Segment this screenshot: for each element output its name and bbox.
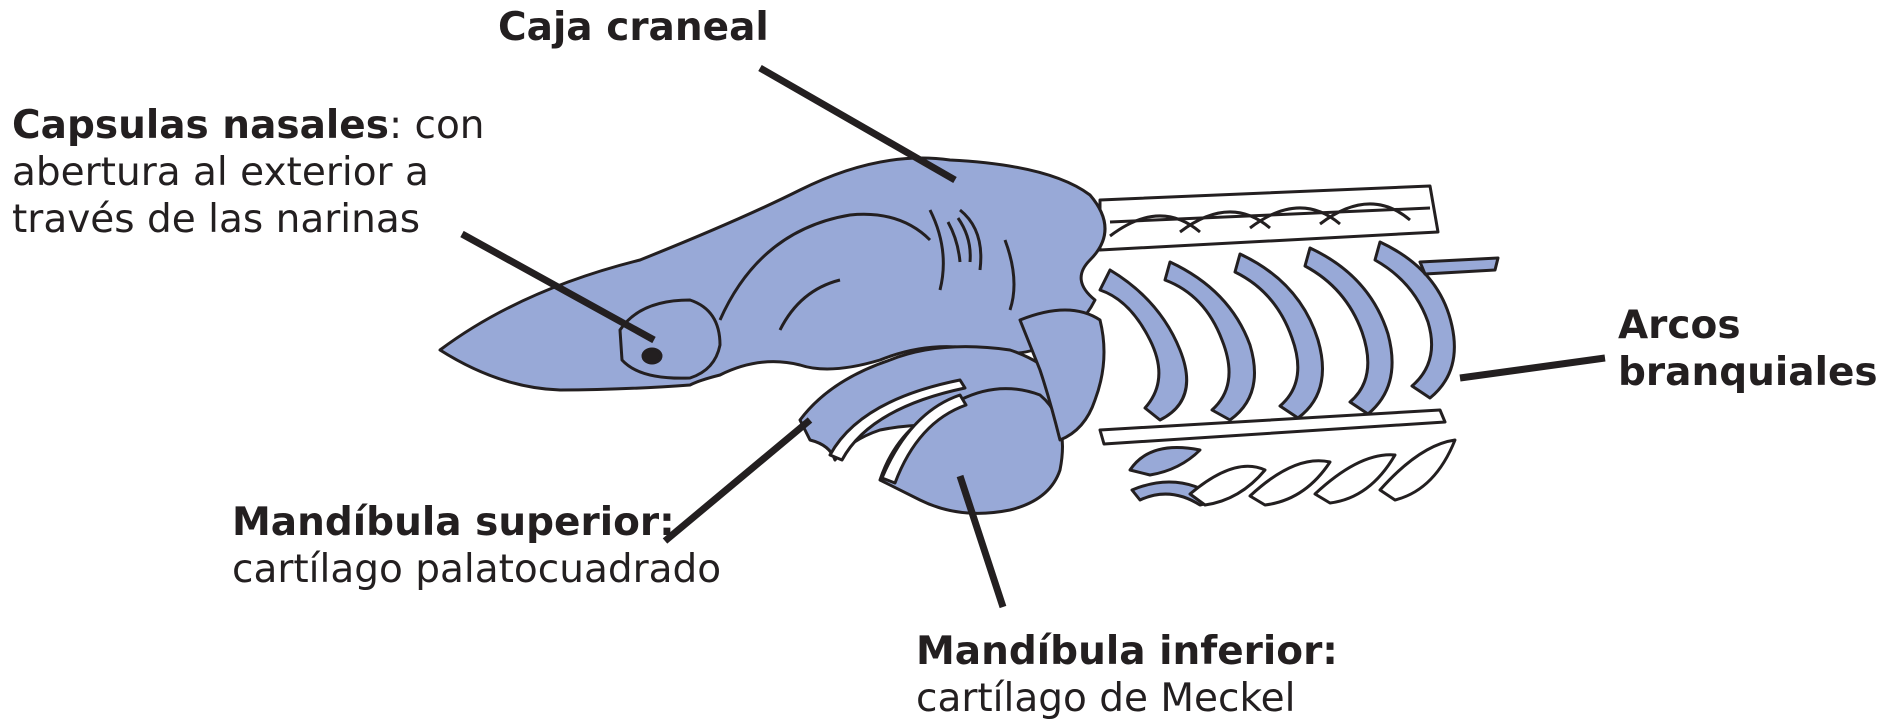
label-capsulas-nasales-line1: : con: [389, 103, 485, 148]
gill-arch-ventral-series: [1130, 440, 1455, 505]
label-capsulas-nasales-line3: través de las narinas: [12, 196, 485, 243]
label-mandibula-inferior-title: Mandíbula inferior:: [916, 628, 1338, 675]
label-caja-craneal: Caja craneal: [498, 4, 769, 51]
label-caja-craneal-title: Caja craneal: [498, 5, 769, 50]
label-mandibula-inferior: Mandíbula inferior: cartílago de Meckel: [916, 628, 1338, 722]
gill-arch-series: [1100, 242, 1498, 444]
leader-line-caja-craneal: [760, 68, 955, 180]
label-arcos-branquiales: Arcos branquiales: [1618, 302, 1877, 396]
leader-line-arcos-branquiales: [1460, 358, 1605, 378]
label-arcos-branquiales-line1: Arcos: [1618, 302, 1877, 349]
label-capsulas-nasales-title: Capsulas nasales: [12, 103, 389, 148]
label-mandibula-inferior-detail: cartílago de Meckel: [916, 675, 1338, 722]
label-capsulas-nasales: Capsulas nasales: con abertura al exteri…: [12, 102, 485, 243]
gill-arch-dorsal-series: [1100, 186, 1438, 250]
label-mandibula-superior: Mandíbula superior: cartílago palatocuad…: [232, 499, 721, 593]
label-capsulas-nasales-line2: abertura al exterior a: [12, 149, 485, 196]
nostril-opening: [643, 349, 661, 363]
label-mandibula-superior-title: Mandíbula superior:: [232, 499, 721, 546]
label-arcos-branquiales-line2: branquiales: [1618, 349, 1877, 396]
label-mandibula-superior-detail: cartílago palatocuadrado: [232, 546, 721, 593]
